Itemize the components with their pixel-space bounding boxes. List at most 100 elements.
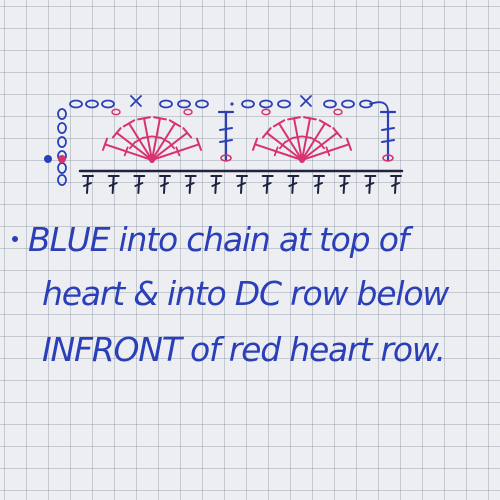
dc-stitch-bar bbox=[160, 182, 169, 187]
chain-loop bbox=[57, 136, 67, 148]
heart-dc-post bbox=[151, 131, 189, 161]
heart-dc-bar bbox=[134, 136, 144, 143]
heart-dc-top bbox=[287, 116, 301, 121]
dc-stitch-bar bbox=[339, 182, 349, 187]
chain-loop bbox=[57, 108, 67, 120]
chain-loop bbox=[177, 99, 191, 109]
heart-dc-bar bbox=[123, 146, 129, 157]
heart-dc-post bbox=[293, 117, 303, 161]
heart-dc-top bbox=[182, 127, 193, 139]
heart-dc-bar bbox=[279, 140, 287, 150]
heart-dc-post bbox=[301, 117, 311, 161]
dc-stitch-bar bbox=[262, 182, 272, 187]
dc-stitch-bar bbox=[108, 182, 118, 187]
dc-stitch-bar bbox=[134, 182, 144, 187]
heart-dc-top bbox=[137, 116, 151, 121]
sc-x-mark bbox=[130, 95, 142, 107]
heart-dc-top bbox=[318, 119, 332, 128]
heart-dc-post bbox=[301, 122, 326, 161]
heart-dc-post bbox=[151, 143, 200, 161]
chain-loop bbox=[57, 162, 67, 174]
heart-dc-bar bbox=[292, 135, 303, 139]
heart-dc-top bbox=[332, 127, 343, 139]
heart-base-dot bbox=[149, 157, 155, 163]
chain-loop bbox=[277, 99, 291, 109]
heart-dc-post bbox=[301, 143, 350, 161]
chain-loop bbox=[57, 174, 67, 186]
chain-loop bbox=[85, 99, 99, 109]
dc-stitch-bar bbox=[237, 182, 246, 187]
heart-dc-post bbox=[151, 117, 161, 161]
chain-loop bbox=[341, 99, 355, 109]
heart-dc-bar bbox=[142, 135, 153, 139]
heart-dc-top bbox=[101, 137, 109, 151]
slip-stitch-dot bbox=[230, 102, 234, 106]
chain-loop bbox=[57, 122, 67, 134]
heart-dc-top bbox=[122, 119, 136, 128]
heart-dc-post bbox=[115, 131, 153, 161]
heart-dc-top bbox=[168, 119, 182, 128]
heart-dc-top bbox=[251, 137, 259, 151]
red-chain-loop bbox=[111, 108, 121, 116]
note-line-1: BLUE into chain at top of bbox=[28, 220, 409, 259]
heart-dc-post bbox=[143, 117, 153, 161]
bullet-dot bbox=[12, 236, 18, 242]
blue-tall-stitch-bar bbox=[381, 127, 395, 131]
heart-dc-bar bbox=[317, 140, 325, 150]
heart-dc-top bbox=[272, 119, 286, 128]
dc-stitch-bar bbox=[365, 182, 375, 187]
blue-tall-stitch-bar bbox=[219, 127, 233, 131]
red-chain-loop bbox=[183, 108, 193, 116]
chain-loop bbox=[323, 99, 337, 109]
chain-turn bbox=[369, 101, 389, 113]
red-chain-loop bbox=[220, 154, 232, 162]
heart-dc-top bbox=[111, 127, 122, 139]
heart-dc-bar bbox=[273, 146, 279, 157]
heart-dc-post bbox=[265, 131, 303, 161]
heart-base-dot bbox=[299, 157, 305, 163]
red-chain-loop bbox=[261, 108, 271, 116]
blue-tall-stitch-bar bbox=[381, 139, 395, 143]
chain-loop bbox=[101, 99, 115, 109]
red-chain-loop bbox=[333, 108, 343, 116]
heart-dc-post bbox=[301, 131, 339, 161]
heart-dc-top bbox=[303, 116, 317, 121]
heart-dc-bar bbox=[310, 136, 320, 143]
chain-loop bbox=[159, 99, 173, 109]
heart-dc-bar bbox=[151, 135, 162, 139]
chain-loop bbox=[241, 99, 255, 109]
heart-dc-top bbox=[195, 137, 203, 151]
note-line-2: heart & into DC row below bbox=[42, 274, 449, 313]
heart-dc-bar bbox=[160, 136, 170, 143]
heart-dc-post bbox=[278, 122, 303, 161]
heart-dc-post bbox=[128, 122, 153, 161]
heart-dc-top bbox=[345, 137, 353, 151]
heart-dc-bar bbox=[167, 140, 175, 150]
chain-loop bbox=[195, 99, 209, 109]
red-chain-loop bbox=[382, 154, 394, 162]
legend-dot-blue bbox=[44, 155, 52, 163]
heart-dc-top bbox=[153, 116, 167, 121]
dc-stitch-bar bbox=[211, 182, 221, 187]
heart-dc-post bbox=[151, 122, 176, 161]
heart-dc-bar bbox=[301, 135, 312, 139]
heart-dc-bar bbox=[325, 146, 331, 157]
legend-dot-red bbox=[58, 155, 66, 163]
dc-stitch-bar bbox=[314, 182, 323, 187]
heart-dc-post bbox=[104, 143, 153, 161]
heart-dc-bar bbox=[129, 140, 137, 150]
heart-dc-top bbox=[261, 127, 272, 139]
dc-stitch-bar bbox=[185, 182, 195, 187]
blue-tall-stitch-bar bbox=[219, 139, 233, 143]
chain-loop bbox=[259, 99, 273, 109]
dc-stitch-bar bbox=[288, 182, 298, 187]
heart-dc-post bbox=[254, 143, 303, 161]
dc-stitch-bar bbox=[391, 182, 400, 187]
heart-dc-bar bbox=[284, 136, 294, 143]
sc-x-mark bbox=[300, 95, 312, 107]
dc-stitch-bar bbox=[83, 182, 92, 187]
heart-dc-bar bbox=[175, 146, 181, 157]
chain-loop bbox=[69, 99, 83, 109]
